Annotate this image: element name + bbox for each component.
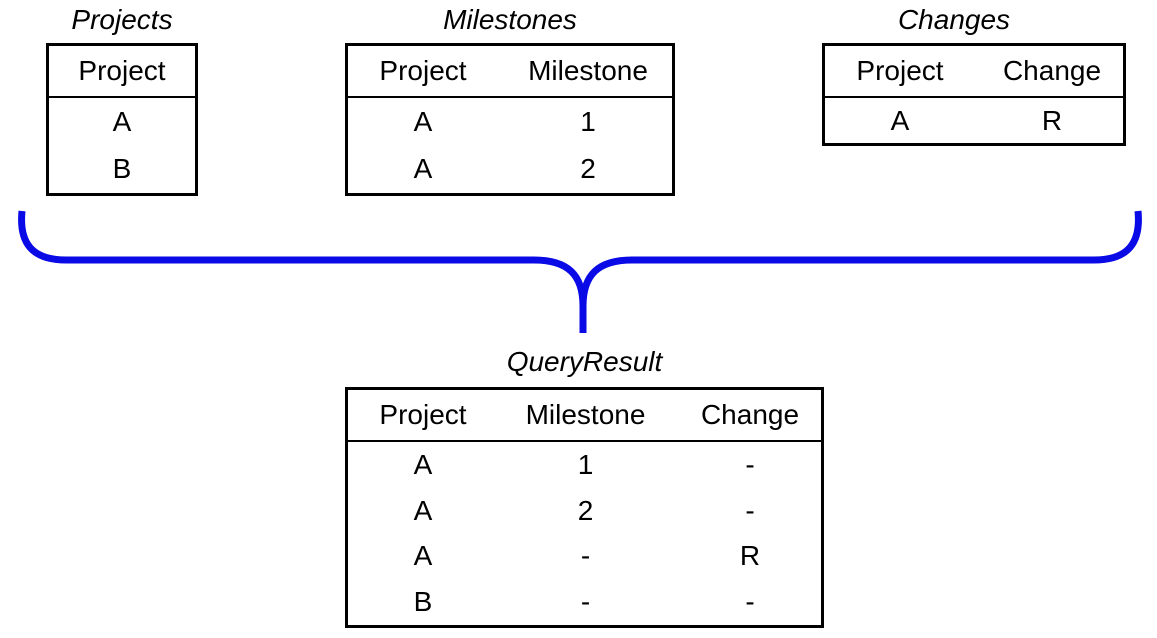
curly-brace-right-half bbox=[579, 210, 1142, 333]
changes-table: Project Change A R bbox=[822, 43, 1126, 146]
changes-table-title: Changes bbox=[897, 4, 1011, 35]
column-header-project: Project bbox=[379, 399, 467, 430]
column-header-change: Change bbox=[700, 399, 800, 430]
milestones-table-title: Milestones bbox=[443, 4, 577, 35]
table-cell: 2 bbox=[577, 494, 594, 526]
table-cell: 2 bbox=[580, 153, 596, 185]
milestones-table: Project Milestone A 1 A 2 bbox=[345, 43, 675, 196]
column-header-project: Project bbox=[78, 55, 166, 86]
table-row: B bbox=[49, 146, 195, 194]
queryresult-table-title: QueryResult bbox=[506, 346, 663, 377]
table-cell: - bbox=[745, 448, 755, 480]
table-cell: - bbox=[580, 586, 591, 618]
table-cell: A bbox=[413, 105, 433, 137]
table-cell: B bbox=[112, 153, 132, 185]
table-cell: R bbox=[1041, 104, 1063, 136]
table-cell: B bbox=[413, 586, 433, 618]
table-row: A R bbox=[825, 98, 1123, 143]
table-cell: A bbox=[413, 494, 433, 526]
changes-header-row: Project Change bbox=[825, 46, 1123, 98]
table-cell: - bbox=[580, 540, 591, 572]
column-header-milestone: Milestone bbox=[528, 55, 648, 86]
table-row: A bbox=[49, 98, 195, 146]
table-row: A - R bbox=[348, 534, 821, 580]
table-cell: A bbox=[112, 105, 132, 137]
table-cell: R bbox=[739, 540, 761, 572]
column-header-change: Change bbox=[1002, 55, 1102, 86]
table-row: A 1 - bbox=[348, 442, 821, 488]
table-cell: 1 bbox=[577, 448, 594, 480]
projects-header-row: Project bbox=[49, 46, 195, 98]
queryresult-table: Project Milestone Change A 1 - A 2 - A -… bbox=[345, 387, 824, 628]
queryresult-header-row: Project Milestone Change bbox=[348, 390, 821, 442]
projects-table: Project A B bbox=[46, 43, 198, 196]
table-row: A 2 - bbox=[348, 488, 821, 534]
column-header-project: Project bbox=[379, 55, 467, 86]
table-cell: - bbox=[745, 586, 755, 618]
table-cell: A bbox=[413, 540, 433, 572]
table-cell: 1 bbox=[580, 105, 596, 137]
milestones-header-row: Project Milestone bbox=[348, 46, 672, 98]
table-cell: A bbox=[413, 153, 433, 185]
table-row: A 2 bbox=[348, 146, 672, 194]
table-row: A 1 bbox=[348, 98, 672, 146]
table-cell: A bbox=[890, 104, 910, 136]
column-header-project: Project bbox=[856, 55, 944, 86]
table-cell: - bbox=[745, 494, 755, 526]
curly-brace-left-half bbox=[18, 210, 587, 333]
table-cell: A bbox=[413, 448, 433, 480]
column-header-milestone: Milestone bbox=[525, 399, 646, 430]
projects-table-title: Projects bbox=[71, 4, 173, 35]
table-row: B - - bbox=[348, 579, 821, 625]
